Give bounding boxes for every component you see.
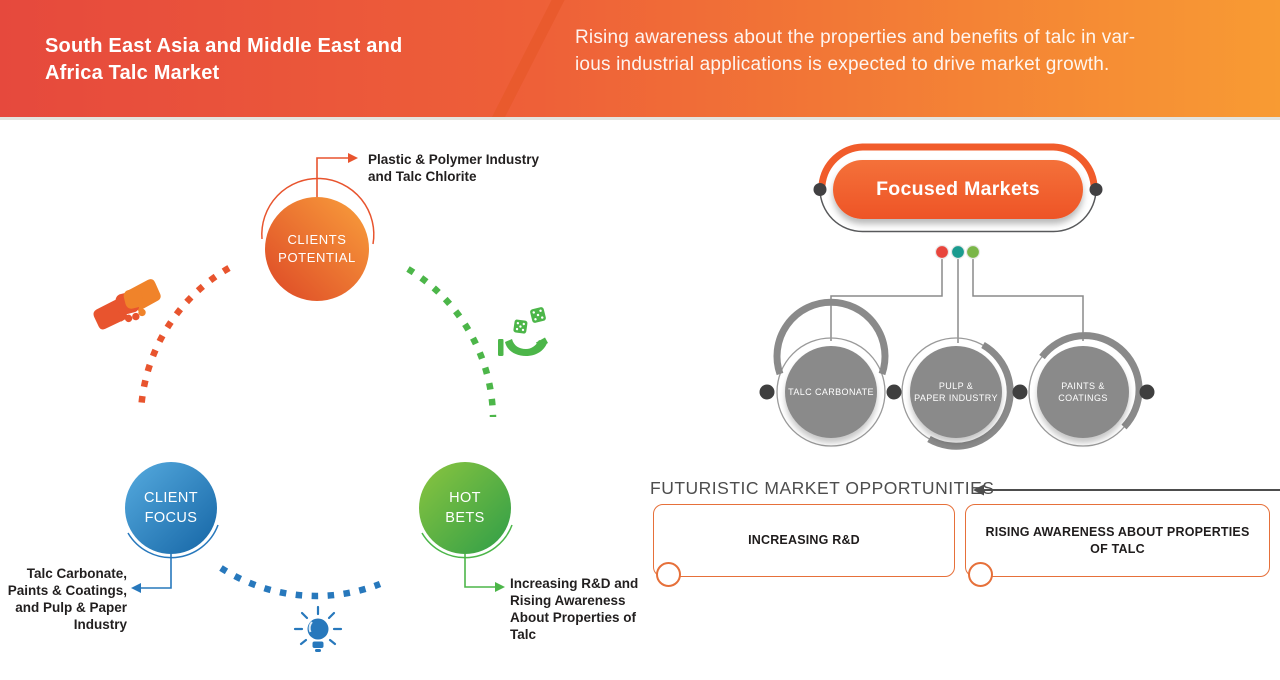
connector-client-focus	[131, 554, 172, 593]
note-line: Talc	[510, 627, 537, 642]
connector-hot-bets	[464, 554, 505, 592]
note-line: About Properties of	[510, 610, 637, 625]
node-clients-potential-line2: POTENTIAL	[278, 250, 356, 265]
note-line: Paints & Coatings,	[7, 583, 127, 598]
handshake-icon	[93, 279, 161, 330]
note-line: and Pulp & Paper	[15, 600, 127, 615]
futuristic-arrow	[973, 484, 1280, 496]
banner-subtitle: Rising awareness about the properties an…	[575, 24, 1275, 78]
opportunity-box-corner-circle	[968, 562, 993, 587]
focused-markets-pill: Focused Markets	[833, 160, 1083, 219]
lightbulb-icon	[293, 605, 343, 652]
market-label-line: COATINGS	[1058, 393, 1108, 403]
market-circle-rings	[773, 298, 1143, 450]
node-clients-potential-line1: CLIENTS	[287, 232, 347, 247]
note-line: Industry	[73, 617, 127, 632]
note-client-focus: Talc Carbonate, Paints & Coatings, and P…	[0, 565, 127, 633]
dotted-arc-green	[406, 266, 497, 418]
note-line: Talc Carbonate,	[26, 566, 127, 581]
dotted-arc-orange	[137, 265, 231, 412]
note-hot-bets: Increasing R&D and Rising Awareness Abou…	[510, 575, 655, 643]
node-clients-potential: CLIENTS POTENTIAL	[265, 197, 369, 301]
market-label-line: PAINTS &	[1061, 381, 1105, 391]
ring-dot-left	[813, 183, 827, 196]
banner-bottom-edge	[0, 117, 1280, 120]
opportunity-box-line: OF TALC	[1090, 541, 1145, 556]
opportunity-box-corner-circle	[656, 562, 681, 587]
branch-dot-green	[965, 244, 981, 260]
banner-subtitle-line2: ious industrial applications is expected…	[575, 54, 1110, 75]
banner-title-line2: Africa Talc Market	[45, 62, 220, 84]
banner-title: South East Asia and Middle East and Afri…	[45, 33, 505, 87]
market-label-line: TALC CARBONATE	[788, 387, 874, 397]
note-line: Increasing R&D and	[510, 576, 639, 591]
note-line: Plastic & Polymer Industry	[368, 152, 540, 167]
banner: South East Asia and Middle East and Afri…	[0, 0, 1280, 117]
market-circle-paints-coatings: PAINTS & COATINGS	[1037, 346, 1129, 438]
note-line: and Talc Chlorite	[368, 169, 477, 184]
node-hot-bets-line1: HOT	[449, 490, 481, 506]
branch-dot-red	[934, 244, 950, 260]
node-client-focus: CLIENT FOCUS	[125, 462, 217, 554]
market-connectors	[830, 258, 1084, 343]
dice-in-hand-icon	[498, 307, 548, 356]
ring-dot-right	[1089, 183, 1103, 196]
market-label-line: PULP &	[938, 381, 974, 391]
node-hot-bets-line2: BETS	[445, 510, 485, 526]
market-circle-pulp-paper: PULP & PAPER INDUSTRY	[910, 346, 1002, 438]
note-clients-potential: Plastic & Polymer Industry and Talc Chlo…	[368, 151, 553, 185]
futuristic-heading: FUTURISTIC MARKET OPPORTUNITIES	[650, 478, 995, 498]
opportunity-box-line: INCREASING R&D	[748, 533, 860, 547]
node-client-focus-line1: CLIENT	[144, 490, 198, 506]
note-line: Rising Awareness	[510, 593, 626, 608]
opportunity-box-line: RISING AWARENESS ABOUT PROPERTIES	[985, 524, 1250, 539]
market-side-dots	[759, 384, 1155, 400]
node-client-focus-line2: FOCUS	[144, 510, 198, 526]
branch-dot-teal	[950, 244, 966, 260]
dotted-arc-blue	[219, 565, 382, 600]
connector-clients-potential	[316, 153, 358, 197]
accent-arc-green	[421, 524, 513, 559]
opportunity-box-rising-awareness: RISING AWARENESS ABOUT PROPERTIES OF TAL…	[965, 504, 1270, 577]
accent-arc-blue	[127, 524, 219, 559]
accent-arc-orange	[261, 177, 375, 245]
focused-markets-ring	[813, 143, 1103, 233]
market-label-line: PAPER INDUSTRY	[914, 393, 998, 403]
focused-markets-title: Focused Markets	[876, 178, 1040, 200]
node-hot-bets: HOT BETS	[419, 462, 511, 554]
banner-subtitle-line1: Rising awareness about the properties an…	[575, 27, 1136, 48]
market-circle-talc-carbonate: TALC CARBONATE	[785, 346, 877, 438]
opportunity-box-increasing-rd: INCREASING R&D	[653, 504, 955, 577]
banner-title-line1: South East Asia and Middle East and	[45, 35, 403, 57]
